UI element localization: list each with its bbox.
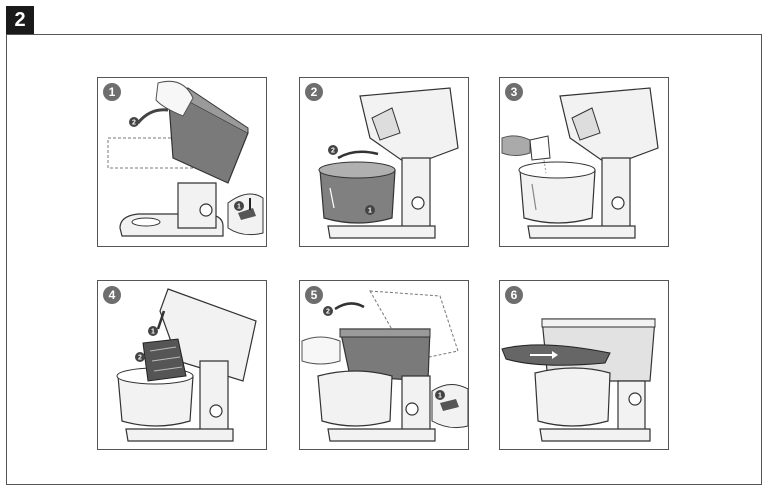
step-1-marker-a: 2	[132, 120, 136, 127]
section-number-badge: 2	[6, 6, 34, 34]
step-1-number: 1	[103, 83, 121, 101]
step-2-panel: 2 1 2	[299, 77, 469, 247]
pour-ingredients-icon	[501, 87, 659, 239]
attach-tool-icon: 1 2	[116, 288, 257, 442]
step-5-marker-b: 1	[438, 393, 442, 400]
tilt-head-stand-mixer-icon: 2 1	[107, 80, 264, 237]
step-5-marker-a: 2	[326, 309, 330, 316]
step-4-marker-b: 2	[138, 355, 142, 362]
step-4-number: 4	[103, 286, 121, 304]
splash-guard-icon	[501, 318, 656, 442]
step-3-panel: 3	[499, 77, 669, 247]
step-3-number: 3	[505, 83, 523, 101]
step-4-panel: 1 2 4	[97, 280, 267, 450]
step-5-number: 5	[305, 286, 323, 304]
lower-head-icon: 2 1	[301, 290, 468, 442]
step-2-marker-b: 1	[368, 208, 372, 215]
step-5-panel: 2 1 5	[299, 280, 469, 450]
bowl-rotate-lock-icon: 2 1	[318, 87, 459, 239]
step-1-panel: 2 1 1	[97, 77, 267, 247]
page-frame	[6, 34, 762, 485]
step-6-number: 6	[505, 286, 523, 304]
step-2-number: 2	[305, 83, 323, 101]
step-1-marker-b: 1	[237, 204, 241, 211]
step-4-marker-a: 1	[151, 329, 155, 336]
step-2-marker-a: 2	[331, 148, 335, 155]
step-6-panel: 6	[499, 280, 669, 450]
